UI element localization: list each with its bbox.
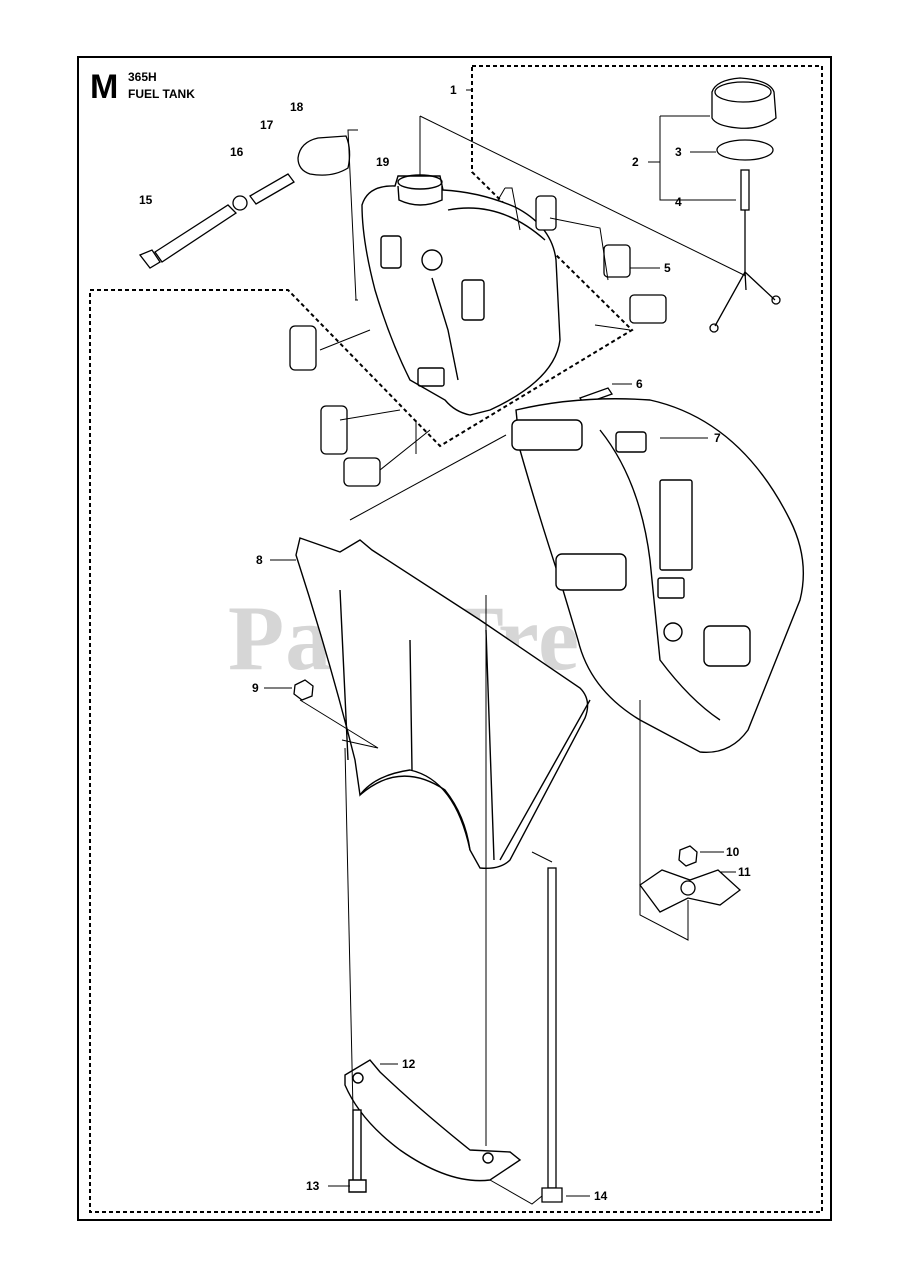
- long-bolt: [541, 867, 563, 1203]
- leader-lines: [264, 89, 747, 1205]
- callout-13: 13: [306, 1179, 320, 1193]
- clamp: [344, 1059, 522, 1193]
- diagram-frame: [77, 56, 832, 1221]
- diagram-title: FUEL TANK: [128, 87, 195, 101]
- fuel-tank: [361, 174, 561, 416]
- callout-4: 4: [675, 195, 682, 209]
- side-cover: [511, 398, 804, 754]
- model-number: 365H: [128, 70, 157, 84]
- callout-7: 7: [714, 431, 721, 445]
- callout-10: 10: [726, 845, 740, 859]
- fasteners: [293, 679, 742, 913]
- callout-6: 6: [636, 377, 643, 391]
- callout-3: 3: [675, 145, 682, 159]
- callout-9: 9: [252, 681, 259, 695]
- fuel-hose-assembly: [138, 135, 351, 269]
- callout-12: 12: [402, 1057, 416, 1071]
- callout-2: 2: [632, 155, 639, 169]
- lower-housing: [295, 537, 591, 870]
- callout-1: 1: [450, 83, 457, 97]
- callout-16: 16: [230, 145, 244, 159]
- callout-15: 15: [139, 193, 153, 207]
- callout-11: 11: [738, 865, 751, 879]
- grommets: [289, 195, 667, 487]
- callout-18: 18: [290, 100, 304, 114]
- section-letter: M: [90, 68, 119, 106]
- callout-8: 8: [256, 553, 263, 567]
- callout-14: 14: [594, 1189, 608, 1203]
- callout-5: 5: [664, 261, 671, 275]
- fuel-cap-assembly: [709, 77, 781, 333]
- callout-17: 17: [260, 118, 274, 132]
- callout-19: 19: [376, 155, 390, 169]
